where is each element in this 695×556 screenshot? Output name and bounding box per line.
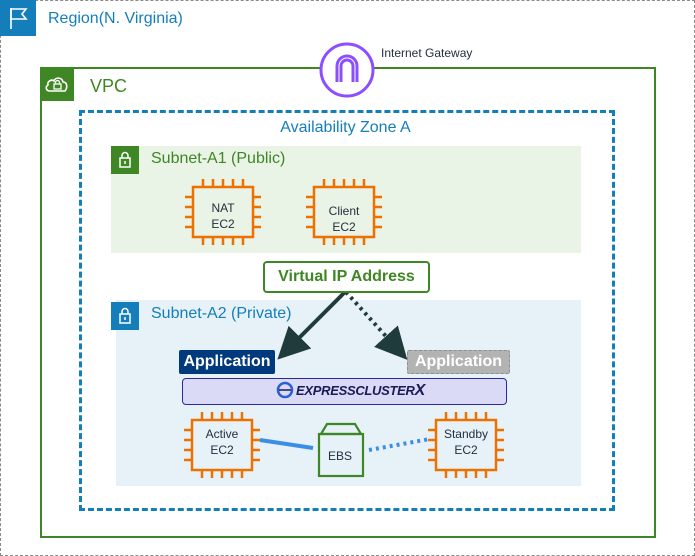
public-subnet-label: Subnet-A1 (Public) xyxy=(151,150,286,167)
standby-ebs-link xyxy=(368,437,431,452)
ebs-volume-icon xyxy=(313,420,369,485)
active-ec2-line2: EC2 xyxy=(210,443,234,457)
expresscluster-logo-icon xyxy=(276,381,294,404)
vpc-label: VPC xyxy=(90,76,128,96)
standby-ec2-line1: Standby xyxy=(443,427,489,441)
internet-gateway-icon xyxy=(319,42,375,103)
client-ec2-chip xyxy=(306,179,382,245)
expresscluster-name: EXPRESSCLUSTER xyxy=(296,383,415,398)
expresscluster-bar xyxy=(182,378,507,405)
availability-zone-label: Availability Zone A xyxy=(280,119,411,136)
virtual-ip-address-box: Virtual IP Address xyxy=(263,261,430,293)
expresscluster-logo-text: EXPRESSCLUSTERX xyxy=(296,382,425,400)
ec2-chip-icon xyxy=(426,410,506,485)
standby-application-label: Application xyxy=(407,350,510,374)
standby-route-arrow xyxy=(344,290,408,360)
lock-icon xyxy=(111,302,139,330)
standby-ec2-line2: EC2 xyxy=(454,443,478,457)
region-label: Region(N. Virginia) xyxy=(48,10,183,27)
active-application-label: Application xyxy=(179,350,275,374)
client-ec2-label: Client EC2 xyxy=(304,203,384,235)
private-subnet-label: Subnet-A2 (Private) xyxy=(151,305,292,322)
standby-ec2-chip xyxy=(428,412,504,478)
client-ec2-line2: EC2 xyxy=(332,220,356,234)
nat-ec2-line2: EC2 xyxy=(211,217,235,231)
expresscluster-suffix: X xyxy=(414,382,426,399)
client-ec2-line1: Client xyxy=(328,204,360,218)
internet-gateway-label: Internet Gateway xyxy=(381,46,473,60)
public-subnet-container xyxy=(111,146,581,253)
active-route-arrow xyxy=(277,290,347,360)
ec2-chip-icon xyxy=(304,177,384,252)
active-ec2-chip xyxy=(184,412,260,478)
vpc-cloud-icon xyxy=(40,67,74,101)
ec2-chip-icon xyxy=(182,410,262,485)
standby-ec2-label: Standby EC2 xyxy=(426,426,506,458)
active-ec2-line1: Active xyxy=(205,427,239,441)
nat-ec2-chip xyxy=(185,179,261,245)
active-ec2-label: Active EC2 xyxy=(182,426,262,458)
ebs-label: EBS xyxy=(327,449,352,463)
active-ebs-link xyxy=(259,438,314,450)
nat-ec2-label: NAT EC2 xyxy=(183,200,263,232)
nat-ec2-line1: NAT xyxy=(211,201,235,215)
lock-icon xyxy=(111,146,139,174)
ec2-chip-icon xyxy=(183,177,263,252)
availability-zone-container xyxy=(79,110,615,511)
flag-icon xyxy=(0,0,36,36)
